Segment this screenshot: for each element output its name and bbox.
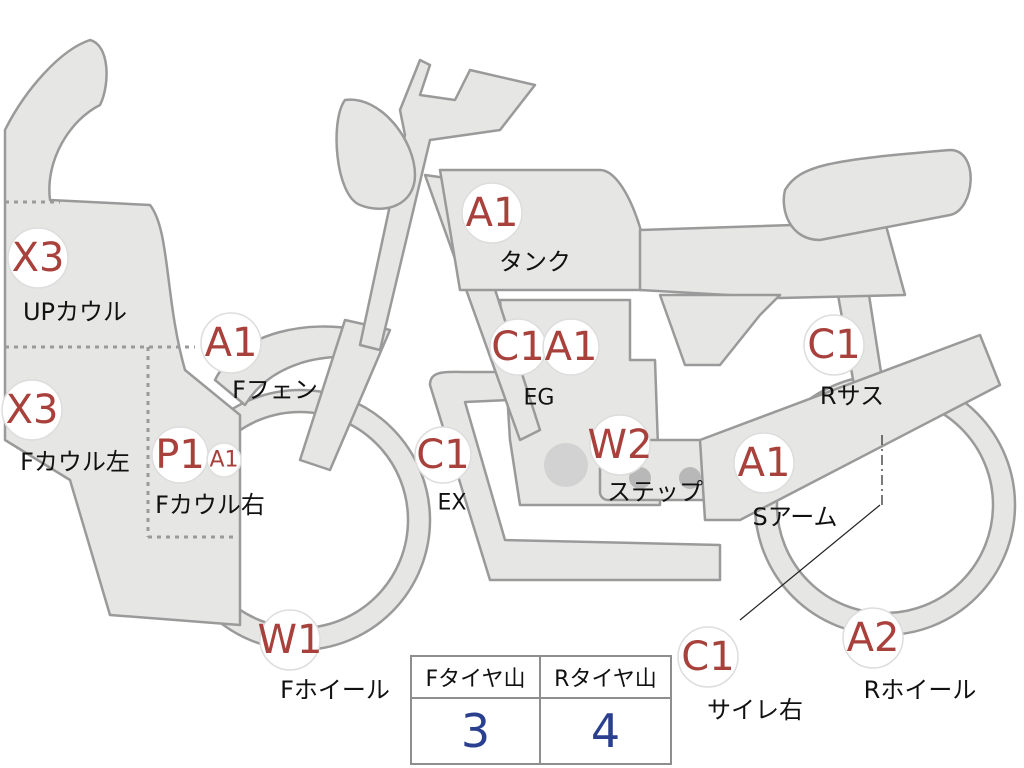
swingarm-label: Sアーム — [752, 503, 837, 531]
silencer-right-label: サイレ右 — [707, 696, 803, 724]
silencer-right-callout: C1 サイレ右 — [677, 626, 803, 724]
tank-callout: A1 タンク — [461, 182, 571, 276]
silencer-leader-line — [739, 504, 881, 621]
engine-grade-2: A1 — [545, 324, 598, 370]
tank-label: タンク — [499, 248, 571, 276]
silencer-right-grade: C1 — [681, 634, 734, 680]
front-tire-value: 3 — [412, 699, 541, 763]
engine-cover-shape — [544, 443, 588, 487]
step-grade-badge — [589, 414, 651, 476]
f-fender-label: Fフェン — [232, 376, 318, 404]
f-fender-callout: A1 Fフェン — [200, 312, 318, 404]
f-wheel-grade: W1 — [258, 617, 323, 663]
step-grade: W2 — [588, 422, 653, 468]
f-cowl-right-label: Fカウル右 — [155, 491, 265, 519]
swingarm-grade: A1 — [738, 440, 791, 486]
r-wheel-label: Rホイール — [864, 676, 977, 704]
exhaust-pipe-shape — [428, 370, 722, 582]
exhaust-grade: C1 — [416, 432, 469, 478]
f-cowl-left-grade: X3 — [6, 387, 59, 433]
tail-shape — [782, 148, 972, 242]
tank-grade: A1 — [466, 190, 519, 236]
headlight-shape — [335, 98, 417, 210]
tank-grade-badge — [461, 182, 523, 244]
r-suspension-label: Rサス — [820, 382, 884, 410]
rear-tire-header: Rタイヤ山 — [541, 657, 670, 699]
r-wheel-callout: A2 Rホイール — [842, 607, 977, 704]
engine-label: EG — [524, 386, 555, 411]
up-cowl-callout: X3 UPカウル — [7, 227, 127, 326]
step-label: ステップ — [607, 478, 703, 506]
engine-callout: C1 A1 EG — [489, 318, 600, 411]
f-cowl-right-callout: P1 A1 Fカウル右 — [151, 426, 265, 519]
r-wheel-grade-badge — [842, 607, 904, 669]
exhaust-callout: C1 EX — [414, 426, 472, 516]
seat-shape — [638, 220, 907, 300]
exhaust-grade-badge — [414, 426, 472, 484]
f-fender-grade-badge — [200, 312, 262, 374]
swingarm-grade-badge — [733, 432, 795, 494]
f-wheel-callout: W1 Fホイール — [258, 609, 390, 704]
exhaust-label: EX — [438, 491, 467, 516]
r-suspension-grade: C1 — [807, 322, 860, 368]
f-cowl-left-label: Fカウル左 — [20, 448, 130, 476]
silencer-right-grade-badge — [677, 626, 739, 688]
engine-grade-badge-2 — [542, 318, 600, 376]
f-wheel-grade-badge — [259, 609, 321, 671]
up-cowl-label: UPカウル — [23, 298, 127, 326]
up-cowl-grade: X3 — [12, 235, 65, 281]
r-suspension-grade-badge — [803, 314, 865, 376]
front-tire-header: Fタイヤ山 — [412, 657, 541, 699]
f-cowl-right-grade-2: A1 — [209, 448, 238, 473]
swingarm-callout: A1 Sアーム — [733, 432, 838, 531]
tire-tread-table: Fタイヤ山 Rタイヤ山 3 4 — [410, 655, 672, 765]
f-wheel-label: Fホイール — [280, 676, 390, 704]
step-callout: W2 ステップ — [588, 414, 703, 506]
r-suspension-callout: C1 Rサス — [803, 314, 884, 410]
f-cowl-left-callout: X3 Fカウル左 — [1, 379, 130, 476]
engine-grade-1: C1 — [491, 324, 544, 370]
f-fender-grade: A1 — [205, 320, 258, 366]
up-cowl-grade-badge — [7, 227, 69, 289]
f-cowl-right-grade-badge-2 — [206, 442, 242, 478]
r-wheel-grade: A2 — [847, 615, 900, 661]
f-cowl-right-grade-1: P1 — [155, 432, 205, 478]
side-panel-shape — [658, 293, 782, 367]
f-cowl-left-grade-badge — [1, 379, 63, 441]
rear-tire-value: 4 — [590, 704, 621, 758]
